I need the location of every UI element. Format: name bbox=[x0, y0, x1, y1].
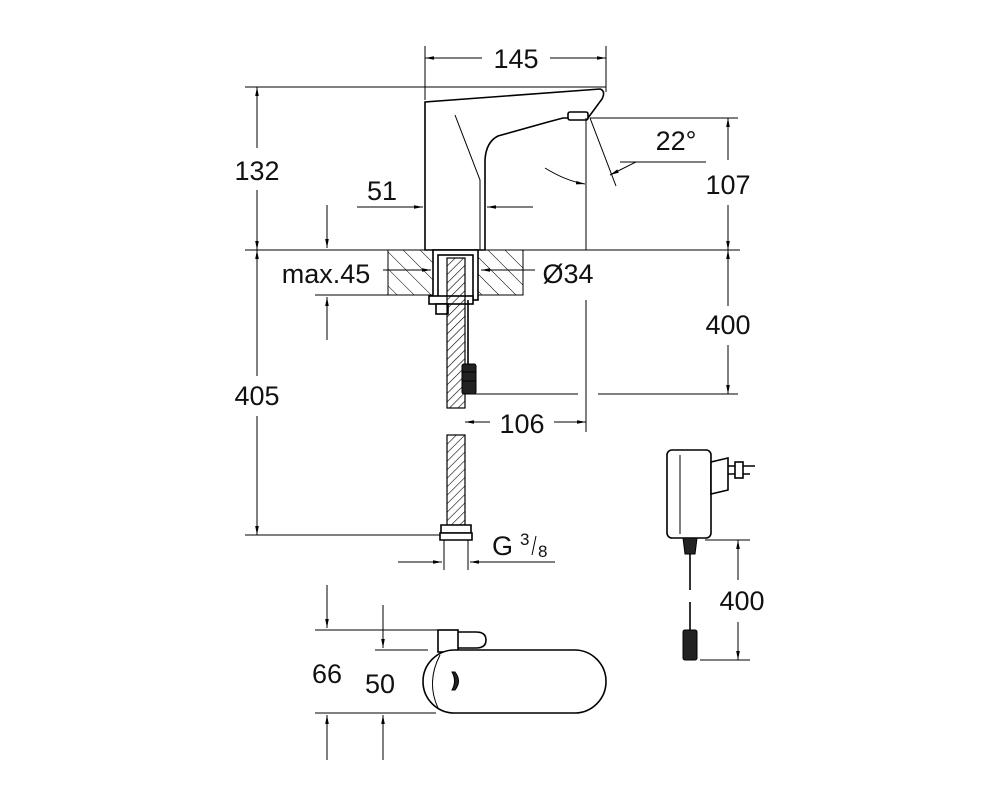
dimension-106: 106 bbox=[465, 300, 587, 439]
dimension-400-cable: 400 bbox=[598, 250, 751, 395]
dimension-thread: G 3 8 bbox=[398, 530, 555, 564]
dim-label-400-adapter: 400 bbox=[719, 586, 764, 616]
dimension-145: 145 bbox=[424, 44, 607, 100]
dim-label-34: Ø34 bbox=[542, 259, 593, 289]
dim-label-107: 107 bbox=[705, 170, 750, 200]
dim-label-66: 66 bbox=[312, 659, 342, 689]
dim-label-50: 50 bbox=[365, 669, 395, 699]
dimension-diameter34: Ø34 bbox=[383, 259, 594, 289]
faucet-side-view bbox=[424, 88, 605, 570]
dim-label-132: 132 bbox=[234, 156, 279, 186]
dim-label-22: 22° bbox=[656, 126, 697, 156]
dimension-400-adapter: 400 bbox=[700, 539, 765, 661]
dim-label-106: 106 bbox=[499, 409, 544, 439]
dimension-51: 51 bbox=[357, 176, 533, 209]
dimension-22deg: 22° bbox=[544, 117, 706, 187]
dim-label-51: 51 bbox=[367, 176, 397, 206]
dim-label-400: 400 bbox=[705, 310, 750, 340]
dim-label-max45: max.45 bbox=[282, 259, 371, 289]
dimension-132: 132 bbox=[234, 86, 606, 250]
faucet-top-view bbox=[422, 629, 607, 714]
dim-label-145: 145 bbox=[493, 44, 538, 74]
dimension-405: 405 bbox=[234, 250, 440, 536]
dim-label-thread-den: 8 bbox=[538, 542, 547, 561]
dimension-107: 107 bbox=[585, 117, 751, 250]
dim-label-405: 405 bbox=[234, 381, 279, 411]
dimension-max45: max.45 bbox=[282, 205, 388, 340]
dimension-50: 50 bbox=[365, 605, 428, 760]
dim-label-thread-num: 3 bbox=[520, 530, 529, 549]
power-adapter bbox=[666, 449, 755, 661]
dimension-66: 66 bbox=[312, 585, 438, 760]
dim-label-thread-g: G bbox=[492, 531, 513, 561]
